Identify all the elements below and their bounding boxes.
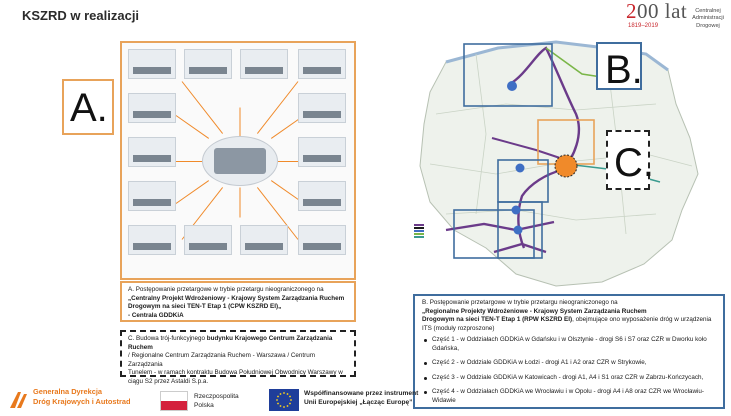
czr-marker bbox=[515, 163, 525, 173]
coastline bbox=[445, 40, 669, 72]
list-item: Część 4 - w Oddziałach GDDKiA we Wrocław… bbox=[422, 388, 716, 405]
arrow bbox=[175, 115, 210, 139]
legend-row bbox=[414, 230, 490, 232]
label-b-box: B. bbox=[596, 42, 643, 92]
its-device-tile bbox=[128, 93, 176, 123]
its-device-tile bbox=[240, 225, 288, 255]
its-device-tile bbox=[128, 181, 176, 211]
legend-row bbox=[414, 227, 490, 229]
rp-name: Rzeczpospolita Polska bbox=[194, 393, 239, 409]
its-device-tile bbox=[240, 49, 288, 79]
gddkia-name: Generalna Dyrekcja Dróg Krajowych i Auto… bbox=[33, 387, 131, 406]
route-a4 bbox=[445, 220, 555, 232]
legend-row bbox=[414, 236, 490, 238]
its-device-tile bbox=[298, 93, 346, 123]
its-device-tile bbox=[298, 137, 346, 167]
route-s6-s7 bbox=[509, 46, 581, 249]
page-title: KSZRD w realizacji bbox=[22, 8, 140, 23]
czr-marker bbox=[511, 205, 521, 215]
its-device-tile bbox=[128, 49, 176, 79]
legend-row bbox=[414, 224, 490, 226]
anniversary-org: Centralnej Administracji Drogowej bbox=[692, 8, 724, 29]
arrow bbox=[239, 107, 241, 138]
its-device-tile bbox=[298, 181, 346, 211]
route-a2 bbox=[491, 137, 567, 161]
arrow bbox=[256, 81, 299, 134]
anniversary-logo: 200 lat 1819–2019 Centralnej Administrac… bbox=[626, 0, 726, 38]
czr-marker bbox=[507, 81, 517, 91]
eu-flag-icon bbox=[269, 389, 299, 411]
panel-b-list: Część 1 - w Oddziałach GDDKiA w Gdańsku … bbox=[422, 336, 716, 405]
arrow bbox=[175, 180, 210, 204]
map-svg bbox=[419, 40, 699, 287]
route-a1-south bbox=[493, 242, 547, 254]
arrow bbox=[239, 187, 241, 218]
label-b: B. bbox=[605, 48, 643, 92]
kczr-marker bbox=[554, 154, 578, 178]
map-legend bbox=[414, 224, 490, 239]
its-device-tile bbox=[298, 49, 346, 79]
list-item: Część 1 - w Oddziałach GDDKiA w Gdańsku … bbox=[422, 336, 716, 353]
footer: Generalna Dyrekcja Dróg Krajowych i Auto… bbox=[0, 381, 731, 416]
anniversary-number: 200 lat bbox=[626, 0, 688, 23]
eu-cofinancing-text: Współfinansowane przez instrument Unii E… bbox=[304, 390, 419, 406]
its-device-tile bbox=[128, 137, 176, 167]
panel-c-note: C. Budowa trój-funkcyjnego budynku Krajo… bbox=[120, 330, 356, 385]
label-c-box: C. bbox=[606, 130, 654, 190]
region-frame-wroclaw bbox=[453, 209, 535, 259]
arrow bbox=[174, 161, 204, 162]
label-a-box: A. bbox=[62, 79, 114, 135]
anniversary-years: 1819–2019 bbox=[628, 23, 659, 29]
gddkia-logo-icon bbox=[10, 392, 27, 408]
central-server bbox=[214, 148, 266, 174]
panel-a-diagram bbox=[120, 41, 356, 280]
label-c: C. bbox=[614, 141, 654, 185]
list-item: Część 2 - w Oddziale GDDKiA w Łodzi - dr… bbox=[422, 359, 716, 368]
region-frame-opole bbox=[497, 201, 543, 259]
poland-flag-icon bbox=[160, 391, 188, 411]
its-device-tile bbox=[184, 225, 232, 255]
region-frame-gdansk bbox=[463, 43, 553, 107]
czr-marker bbox=[513, 225, 523, 235]
its-device-tile bbox=[128, 225, 176, 255]
map-poland bbox=[406, 34, 720, 296]
its-device-tile bbox=[298, 225, 346, 255]
arrow bbox=[181, 81, 224, 134]
panel-a-note: A. Postępowanie przetargowe w trybie prz… bbox=[120, 281, 356, 322]
legend-row bbox=[414, 233, 490, 235]
its-device-tile bbox=[184, 49, 232, 79]
arrow bbox=[278, 161, 308, 162]
label-a: A. bbox=[70, 86, 108, 130]
panel-b-note: B. Postępowanie przetargowe w trybie prz… bbox=[413, 294, 725, 409]
list-item: Część 3 - w Oddziale GDDKiA w Katowicach… bbox=[422, 374, 716, 383]
